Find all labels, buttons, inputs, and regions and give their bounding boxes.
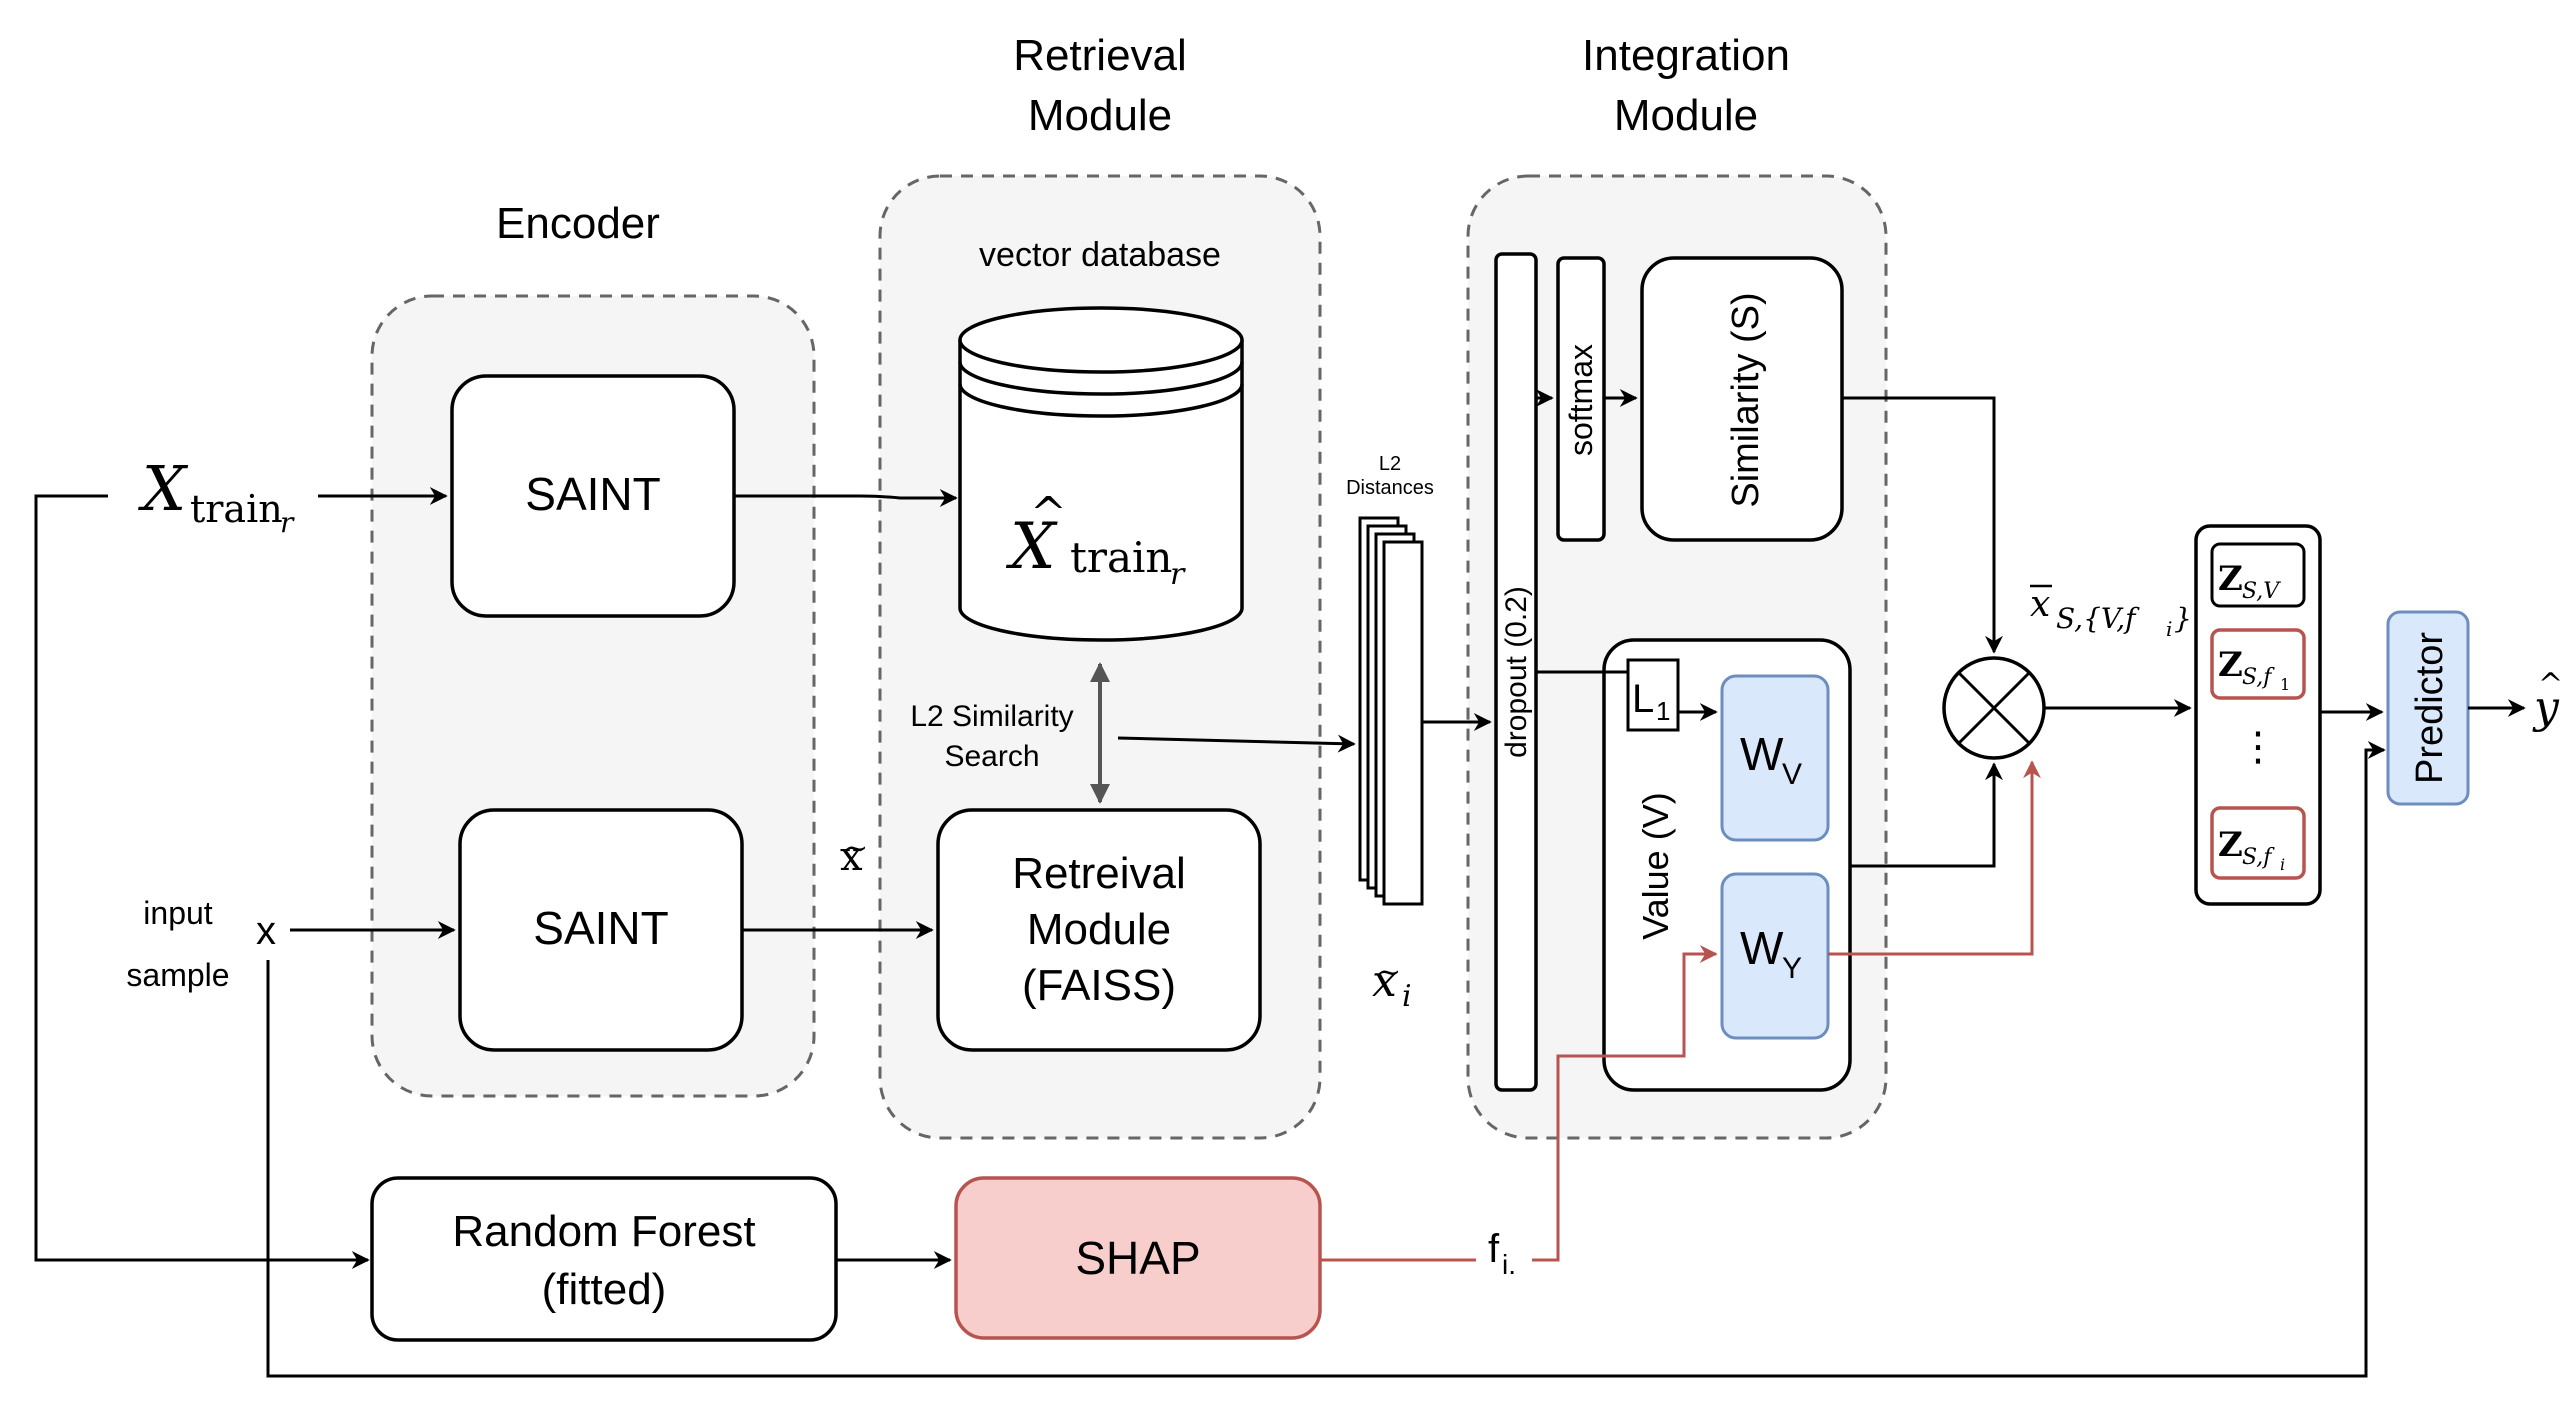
z-stack-ellipsis: ⋮: [2238, 725, 2278, 769]
svg-text:W: W: [1740, 728, 1784, 780]
svg-text:i: i: [1402, 979, 1412, 1014]
svg-text:^: ^: [1030, 488, 1067, 539]
svg-text:V: V: [1782, 758, 1802, 791]
svg-text:x: x: [2030, 584, 2050, 625]
y-hat-output-label: y ^: [2532, 667, 2563, 733]
svg-text:Z: Z: [2218, 645, 2243, 685]
search-to-distances-arrow: [1117, 734, 1356, 753]
db-content-x-train-hat: ^ X train r: [1005, 488, 1186, 592]
retrieval-title-line2: Module: [1028, 91, 1172, 140]
multiply-node: [1942, 656, 2046, 760]
input-sample-label-line2: sample: [126, 957, 229, 993]
x-to-predictor-rail: [266, 741, 2386, 1378]
svg-text:L: L: [1632, 677, 1654, 721]
svg-text:i: i: [2280, 855, 2285, 874]
saint-to-db-arrow: [734, 489, 958, 507]
z-sfi-label: Z S,f i: [2218, 825, 2285, 874]
fi-to-wy-arrow: [1532, 945, 1718, 1262]
svg-text:x: x: [840, 834, 863, 880]
shap-label: SHAP: [1075, 1232, 1200, 1284]
random-forest-label-line1: Random Forest: [452, 1207, 755, 1256]
wy-box: [1720, 872, 1830, 1040]
shap-box: [954, 1176, 1322, 1340]
wv-box: [1720, 674, 1830, 842]
svg-text:train: train: [1070, 533, 1172, 582]
svg-text:W: W: [1740, 922, 1784, 974]
svg-text:r: r: [1170, 557, 1186, 592]
svg-text:train: train: [190, 487, 283, 531]
z-sv-box: [2210, 542, 2306, 608]
l2-distances-stack: [1358, 516, 1424, 906]
x-train-to-rail-line: [34, 494, 370, 1269]
svg-text:y: y: [2532, 682, 2560, 733]
saint-bottom-label: SAINT: [533, 902, 668, 954]
svg-text:Z: Z: [2218, 559, 2243, 599]
vector-database-label: vector database: [979, 236, 1221, 274]
similarity-to-multiply-arrow: [1842, 396, 2003, 654]
svg-text:x: x: [1372, 956, 1397, 1007]
z-sf1-box: [2210, 628, 2306, 700]
value-label: Value (V): [1635, 792, 1676, 939]
svg-text:i.: i.: [1502, 1249, 1516, 1280]
similarity-label: Similarity (S): [1725, 292, 1767, 507]
fi-label: f i.: [1488, 1227, 1516, 1280]
l2-distances-label-line2: Distances: [1346, 477, 1434, 499]
svg-text:S,{V,f: S,{V,f: [2056, 602, 2140, 635]
integration-title-line2: Module: [1614, 91, 1758, 140]
l2-similarity-search-line1: L2 Similarity: [910, 700, 1073, 733]
input-sample-label-line1: input: [143, 895, 213, 931]
faiss-label-line3: (FAISS): [1022, 961, 1176, 1010]
vector-database-cylinder: [958, 306, 1244, 642]
wv-label: W V: [1740, 728, 1802, 791]
x-train-input-label: X train r: [138, 452, 295, 539]
svg-text:X: X: [1005, 510, 1058, 584]
svg-text:1: 1: [1656, 696, 1670, 726]
l1-box: L 1: [1626, 658, 1680, 732]
faiss-label-line2: Module: [1027, 905, 1171, 954]
svg-text:~: ~: [1376, 955, 1401, 990]
softmax-label: softmax: [1563, 344, 1599, 456]
encoder-title: Encoder: [496, 199, 660, 248]
svg-text:S,f: S,f: [2242, 665, 2275, 690]
random-forest-label-line2: (fitted): [542, 1265, 667, 1314]
x-tilde-label: x ~: [840, 831, 868, 880]
xbar-s-v-fi-label: x S,{V,f i }: [2030, 584, 2192, 641]
svg-text:f: f: [1488, 1227, 1500, 1271]
z-sv-label: Z S,V: [2218, 559, 2281, 604]
saint-top-label: SAINT: [525, 468, 660, 520]
dropout-label: dropout (0.2): [1500, 586, 1533, 758]
svg-text:^: ^: [2538, 667, 2563, 702]
faiss-label-line1: Retreival: [1012, 849, 1186, 898]
faiss-retrieval-box: [936, 808, 1262, 1052]
svg-text:S,V: S,V: [2242, 579, 2281, 604]
wy-to-multiply-arrow: [1828, 760, 2041, 956]
l2-distances-label-line1: L2: [1379, 453, 1401, 475]
l2-similarity-search-line2: Search: [944, 740, 1039, 773]
svg-text:~: ~: [843, 831, 868, 866]
value-to-multiply-arrow: [1850, 762, 2003, 868]
x-tilde-i-label: x ~ i: [1372, 955, 1412, 1014]
svg-text:}: }: [2174, 602, 2192, 635]
predictor-label: Predictor: [2409, 632, 2451, 784]
svg-text:X: X: [138, 452, 189, 525]
svg-text:r: r: [280, 506, 295, 539]
wy-label: W Y: [1740, 922, 1802, 985]
x-input-label: x: [256, 909, 276, 953]
svg-text:S,f: S,f: [2242, 845, 2275, 870]
z-sf1-label: Z S,f 1: [2218, 645, 2290, 694]
random-forest-box: [370, 1176, 838, 1342]
retrieval-title-line1: Retrieval: [1013, 31, 1187, 80]
integration-title-line1: Integration: [1582, 31, 1790, 80]
svg-text:1: 1: [2280, 675, 2290, 694]
svg-text:Z: Z: [2218, 825, 2243, 865]
z-sfi-box: [2210, 806, 2306, 880]
svg-text:i: i: [2166, 617, 2172, 641]
svg-text:Y: Y: [1782, 952, 1802, 985]
